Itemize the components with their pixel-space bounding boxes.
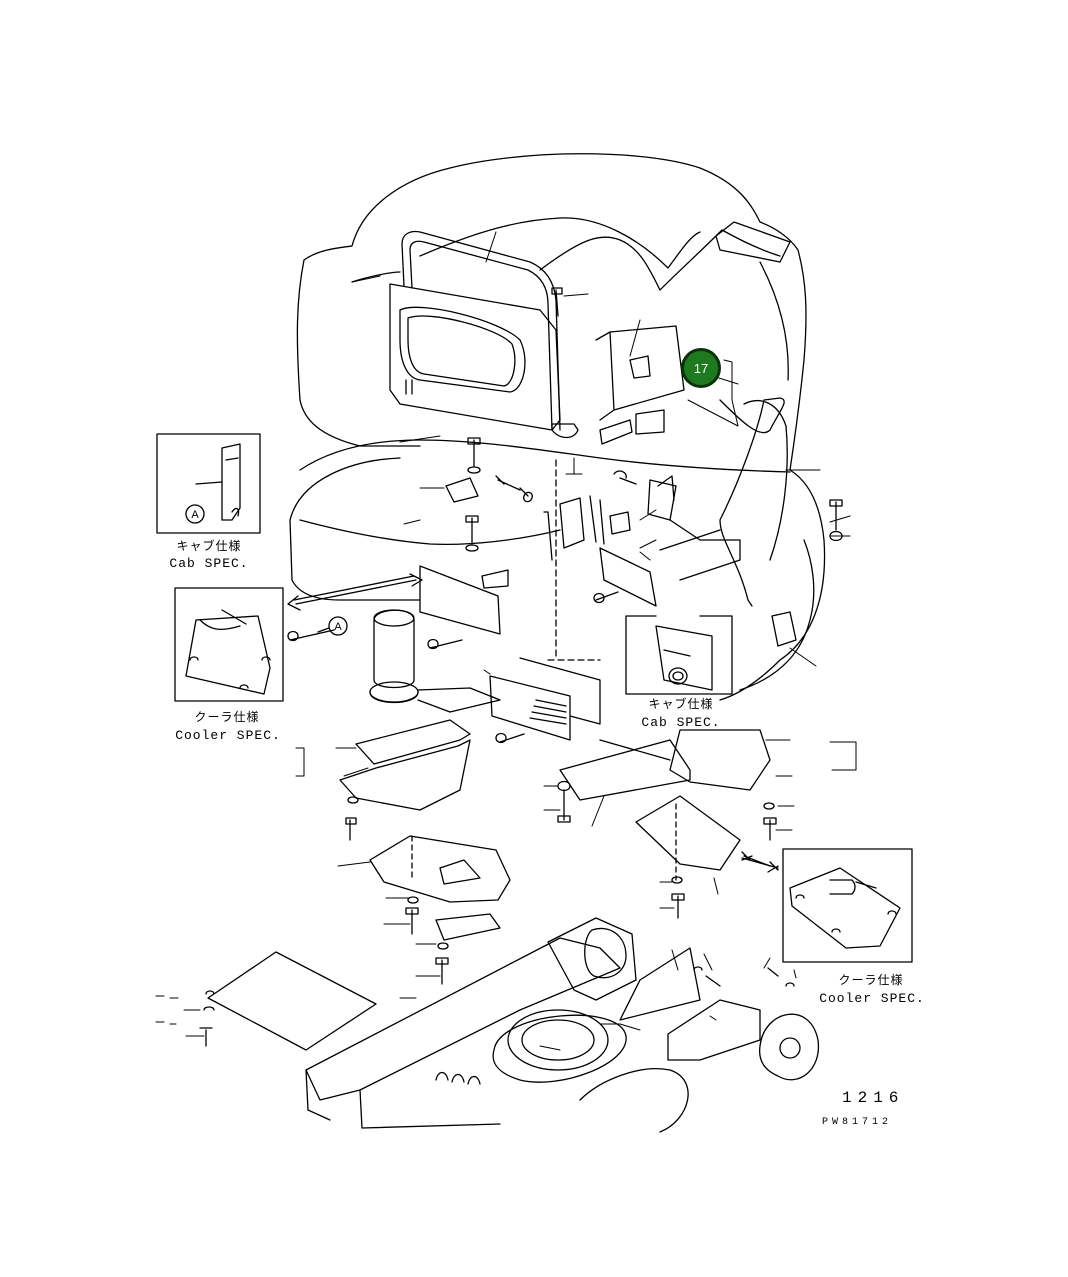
circle-a-marker-main: A	[317, 616, 348, 636]
inset-frame-center	[625, 615, 733, 695]
inset-frame-top-left	[156, 433, 261, 534]
inset-bottom-right-caption-en: Cooler SPEC.	[819, 991, 925, 1006]
swivel-joint	[287, 609, 501, 713]
center-brackets	[419, 437, 675, 661]
inset-mid-left-caption-jp: クーラ仕様	[194, 710, 260, 724]
page-number: 1216	[842, 1089, 905, 1107]
inset-frame-mid-left	[174, 587, 284, 702]
leader-lines	[155, 231, 857, 1051]
left-plates	[339, 719, 511, 985]
arrow-right	[741, 857, 779, 869]
inset-bottom-right-caption-jp: クーラ仕様	[838, 973, 904, 987]
bottom-frame	[199, 917, 820, 1133]
svg-text:A: A	[191, 509, 199, 521]
inset-top-left-caption-jp: キャブ仕様	[176, 539, 242, 553]
svg-text:A: A	[334, 621, 342, 633]
right-plates	[635, 729, 779, 919]
inset-center-caption-en: Cab SPEC.	[641, 715, 721, 730]
drawing-code: PW81712	[822, 1117, 893, 1128]
inset-frame-bottom-right	[782, 848, 913, 963]
inset-contents	[185, 443, 901, 949]
inset-frames	[156, 433, 913, 963]
inset-mid-left-caption-en: Cooler SPEC.	[175, 728, 281, 743]
circle-a-marker-inset: A	[185, 504, 205, 524]
inset-center-caption-jp: キャブ仕様	[648, 697, 714, 711]
arrow-left	[287, 573, 423, 611]
callout-17-button[interactable]: 17	[681, 348, 721, 388]
inset-top-left-caption-en: Cab SPEC.	[169, 556, 249, 571]
center-cover-plate	[489, 657, 691, 823]
counterweight-outline	[289, 153, 826, 701]
upper-right-parts	[551, 287, 843, 607]
